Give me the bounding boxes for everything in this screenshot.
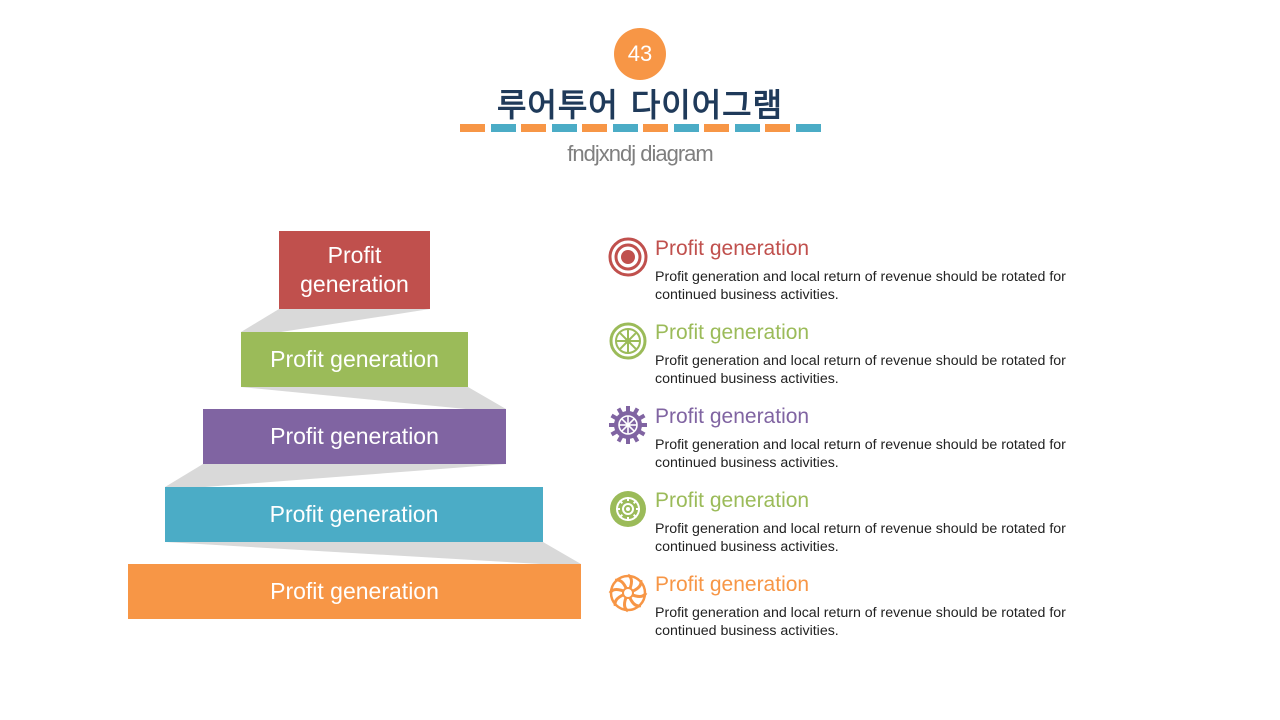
- item-title: Profit generation: [655, 489, 810, 512]
- dial-icon: [608, 489, 648, 529]
- pyramid-block: [241, 332, 468, 387]
- divider-dash: [612, 124, 638, 132]
- pyramid-blocks: [128, 231, 581, 619]
- item-title: Profit generation: [655, 321, 810, 344]
- slide-title: 루어투어 다이어그램: [496, 86, 784, 124]
- divider-dash: [643, 124, 668, 132]
- item-description: Profit generation and local return of re…: [655, 353, 1066, 387]
- slide-subtitle: fndjxndj diagram: [567, 141, 713, 166]
- gear-icon: [608, 405, 648, 445]
- spiral-icon: [608, 573, 648, 613]
- slide-number-badge: 43: [614, 28, 666, 80]
- pyramid-connector: [241, 387, 506, 409]
- pyramid-connectors: [165, 309, 581, 564]
- pyramid-block: [128, 564, 581, 619]
- pyramid-block-label: Profit generation: [300, 242, 409, 297]
- divider-dash: [490, 124, 516, 132]
- pyramid-block-label: Profit generation: [270, 346, 439, 372]
- divider-dash: [673, 124, 699, 132]
- pyramid-connector: [165, 464, 506, 487]
- pyramid-block: [279, 231, 430, 309]
- pyramid-block: [165, 487, 543, 542]
- pyramid-connector: [165, 542, 581, 564]
- pyramid-block-label: Profit generation: [270, 423, 439, 449]
- item-description: Profit generation and local return of re…: [655, 437, 1066, 471]
- divider-dash: [765, 124, 790, 132]
- divider-dash: [734, 124, 760, 132]
- divider-dash: [460, 124, 485, 132]
- pyramid-block-label: Profit generation: [269, 501, 439, 527]
- wheel-icon: [608, 321, 648, 361]
- item-title: Profit generation: [655, 237, 810, 260]
- item-title: Profit generation: [655, 573, 810, 596]
- item-description: Profit generation and local return of re…: [655, 521, 1066, 555]
- target-icon: [608, 237, 648, 277]
- item-title: Profit generation: [655, 405, 810, 428]
- item-description: Profit generation and local return of re…: [655, 605, 1066, 639]
- pyramid-block-label: Profit generation: [270, 578, 439, 604]
- divider-dash: [795, 124, 821, 132]
- pyramid-block: [203, 409, 506, 464]
- divider-dash: [521, 124, 546, 132]
- divider-dash: [704, 124, 729, 132]
- pyramid-connector: [241, 309, 430, 332]
- item-description: Profit generation and local return of re…: [655, 269, 1066, 303]
- divider-dash: [582, 124, 607, 132]
- divider-dash: [551, 124, 577, 132]
